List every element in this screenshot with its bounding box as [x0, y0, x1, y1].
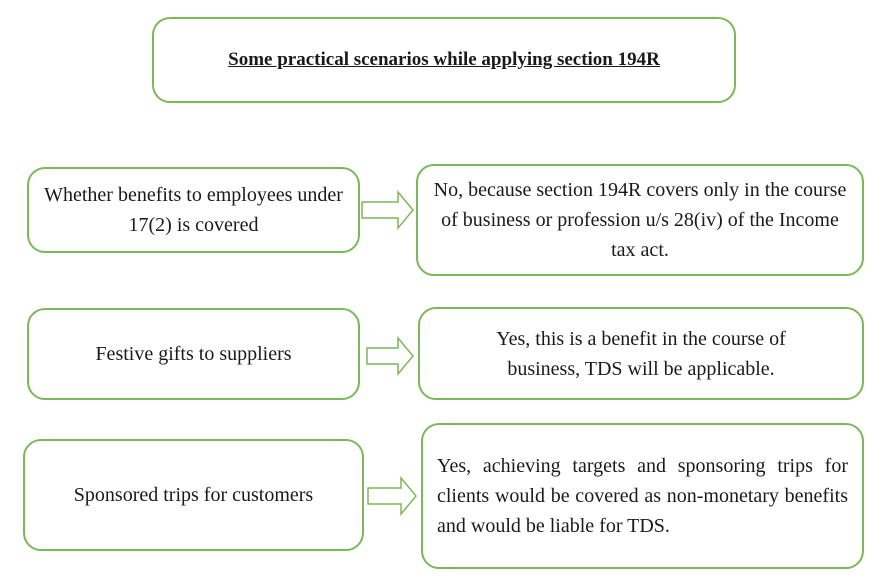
scenario-2-answer-box: Yes, this is a benefit in the course of …: [418, 307, 864, 400]
scenario-3-answer: Yes, achieving targets and sponsoring tr…: [437, 455, 848, 537]
scenario-3-question: Sponsored trips for customers: [73, 484, 314, 506]
diagram-title: Some practical scenarios while applying …: [228, 49, 660, 70]
scenario-1-question-box: Whether benefits to employees under 17(2…: [27, 167, 360, 253]
arrow-right-icon: [366, 336, 414, 376]
scenario-3-question-box: Sponsored trips for customers: [23, 439, 364, 551]
title-box: Some practical scenarios while applying …: [152, 17, 736, 103]
scenario-1-question: Whether benefits to employees under 17(2…: [44, 184, 343, 236]
scenario-1-answer-box: No, because section 194R covers only in …: [416, 164, 864, 276]
arrow-right-icon: [361, 190, 414, 230]
scenario-1-answer: No, because section 194R covers only in …: [433, 179, 847, 261]
scenario-3-answer-box: Yes, achieving targets and sponsoring tr…: [421, 423, 864, 569]
scenario-2-question: Festive gifts to suppliers: [95, 343, 292, 365]
arrow-right-icon: [367, 476, 417, 516]
scenario-2-answer: Yes, this is a benefit in the course of …: [496, 327, 786, 380]
scenario-2-question-box: Festive gifts to suppliers: [27, 308, 360, 400]
